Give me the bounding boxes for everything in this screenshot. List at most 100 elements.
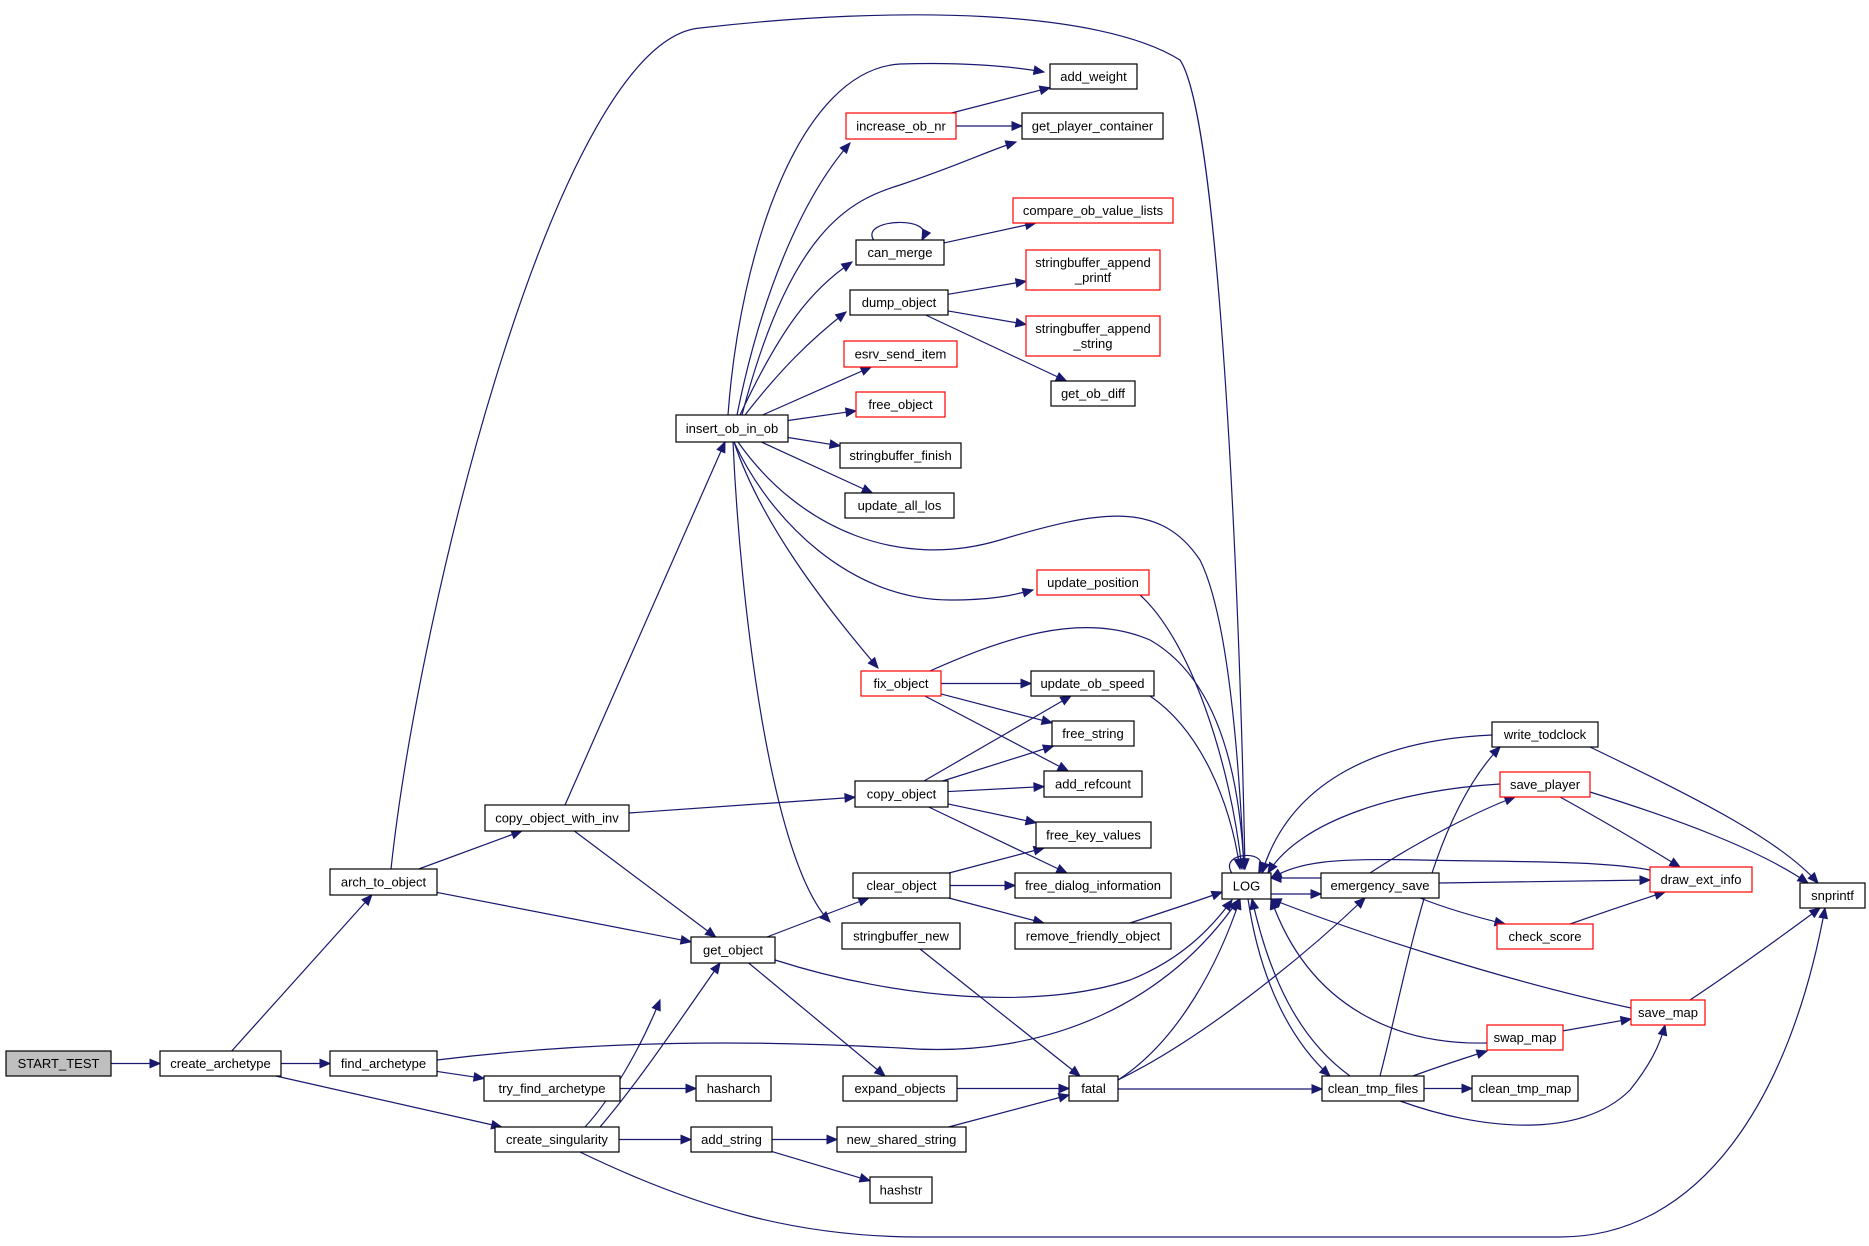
node-check_score[interactable]: check_score <box>1496 923 1594 950</box>
node-dump_object[interactable]: dump_object <box>849 289 949 316</box>
node-box[interactable] <box>1030 670 1155 697</box>
node-get_object[interactable]: get_object <box>690 936 776 964</box>
node-box[interactable] <box>494 1126 620 1153</box>
node-box[interactable] <box>869 1176 933 1204</box>
node-try_find_archetype[interactable]: try_find_archetype <box>483 1075 621 1102</box>
node-box[interactable] <box>1499 771 1591 798</box>
node-clean_tmp_files[interactable]: clean_tmp_files <box>1321 1075 1425 1102</box>
node-box[interactable] <box>5 1050 112 1077</box>
node-esrv_send_item[interactable]: esrv_send_item <box>843 340 958 368</box>
node-box[interactable] <box>1491 721 1599 748</box>
node-box[interactable] <box>1068 1075 1119 1102</box>
node-box[interactable] <box>695 1075 772 1102</box>
node-box[interactable] <box>483 1075 621 1102</box>
node-box[interactable] <box>855 239 945 266</box>
node-box[interactable] <box>1471 1075 1579 1102</box>
node-box[interactable] <box>329 1050 438 1077</box>
node-new_shared_string[interactable]: new_shared_string <box>836 1126 967 1153</box>
node-START_TEST[interactable]: START_TEST <box>5 1050 112 1077</box>
node-increase_ob_nr[interactable]: increase_ob_nr <box>845 112 957 140</box>
node-stringbuffer_append_string[interactable]: stringbuffer_append_string <box>1025 315 1161 357</box>
node-clear_object[interactable]: clear_object <box>852 872 951 899</box>
node-add_string[interactable]: add_string <box>690 1126 773 1153</box>
node-swap_map[interactable]: swap_map <box>1486 1024 1564 1051</box>
node-box[interactable] <box>1012 197 1174 224</box>
node-box[interactable] <box>844 492 955 519</box>
node-box[interactable] <box>690 1126 773 1153</box>
node-clean_tmp_map[interactable]: clean_tmp_map <box>1471 1075 1579 1102</box>
node-copy_object[interactable]: copy_object <box>854 780 949 808</box>
node-box[interactable] <box>852 872 951 899</box>
node-box[interactable] <box>1649 866 1753 893</box>
node-free_object[interactable]: free_object <box>855 391 946 418</box>
node-box[interactable] <box>855 391 946 418</box>
node-create_singularity[interactable]: create_singularity <box>494 1126 620 1153</box>
node-emergency_save[interactable]: emergency_save <box>1320 872 1440 899</box>
node-find_archetype[interactable]: find_archetype <box>329 1050 438 1077</box>
node-hashstr[interactable]: hashstr <box>869 1176 933 1204</box>
node-box[interactable] <box>854 780 949 808</box>
node-arch_to_object[interactable]: arch_to_object <box>329 868 438 896</box>
node-box[interactable] <box>1043 770 1143 798</box>
node-box[interactable] <box>1014 872 1172 899</box>
node-box[interactable] <box>484 804 630 832</box>
node-box[interactable] <box>1036 569 1150 596</box>
node-box[interactable] <box>839 442 962 469</box>
node-update_position[interactable]: update_position <box>1036 569 1150 596</box>
node-box[interactable] <box>1025 315 1161 357</box>
node-insert_ob_in_ob[interactable]: insert_ob_in_ob <box>675 414 789 443</box>
node-draw_ext_info[interactable]: draw_ext_info <box>1649 866 1753 893</box>
node-box[interactable] <box>1050 380 1136 407</box>
node-add_refcount[interactable]: add_refcount <box>1043 770 1143 798</box>
node-free_string[interactable]: free_string <box>1051 720 1135 747</box>
node-box[interactable] <box>1035 821 1152 849</box>
node-box[interactable] <box>675 414 789 443</box>
node-box[interactable] <box>329 868 438 896</box>
node-box[interactable] <box>1221 872 1272 900</box>
node-create_archetype[interactable]: create_archetype <box>159 1050 282 1077</box>
node-snprintf[interactable]: snprintf <box>1799 882 1866 909</box>
node-box[interactable] <box>836 1126 967 1153</box>
node-box[interactable] <box>1630 999 1706 1026</box>
node-box[interactable] <box>1496 923 1594 950</box>
node-hasharch[interactable]: hasharch <box>695 1075 772 1102</box>
node-box[interactable] <box>1321 1075 1425 1102</box>
node-fatal[interactable]: fatal <box>1068 1075 1119 1102</box>
node-box[interactable] <box>1051 720 1135 747</box>
node-box[interactable] <box>849 289 949 316</box>
node-box[interactable] <box>1025 249 1161 291</box>
node-copy_object_with_inv[interactable]: copy_object_with_inv <box>484 804 630 832</box>
node-stringbuffer_new[interactable]: stringbuffer_new <box>841 922 961 950</box>
node-compare_ob_value_lists[interactable]: compare_ob_value_lists <box>1012 197 1174 224</box>
node-save_player[interactable]: save_player <box>1499 771 1591 798</box>
node-box[interactable] <box>1021 112 1164 140</box>
node-box[interactable] <box>1014 922 1172 950</box>
node-remove_friendly_object[interactable]: remove_friendly_object <box>1014 922 1172 950</box>
node-get_ob_diff[interactable]: get_ob_diff <box>1050 380 1136 407</box>
node-stringbuffer_append_printf[interactable]: stringbuffer_append_printf <box>1025 249 1161 291</box>
node-fix_object[interactable]: fix_object <box>860 670 942 697</box>
node-free_dialog_information[interactable]: free_dialog_information <box>1014 872 1172 899</box>
node-box[interactable] <box>841 922 961 950</box>
node-LOG[interactable]: LOG <box>1221 872 1272 900</box>
node-box[interactable] <box>1049 63 1138 90</box>
node-box[interactable] <box>1799 882 1866 909</box>
node-save_map[interactable]: save_map <box>1630 999 1706 1026</box>
node-box[interactable] <box>860 670 942 697</box>
node-update_ob_speed[interactable]: update_ob_speed <box>1030 670 1155 697</box>
node-expand_objects[interactable]: expand_objects <box>842 1075 958 1102</box>
node-box[interactable] <box>1486 1024 1564 1051</box>
node-can_merge[interactable]: can_merge <box>855 239 945 266</box>
node-update_all_los[interactable]: update_all_los <box>844 492 955 519</box>
node-add_weight[interactable]: add_weight <box>1049 63 1138 90</box>
node-box[interactable] <box>690 936 776 964</box>
node-free_key_values[interactable]: free_key_values <box>1035 821 1152 849</box>
node-stringbuffer_finish[interactable]: stringbuffer_finish <box>839 442 962 469</box>
node-box[interactable] <box>842 1075 958 1102</box>
node-write_todclock[interactable]: write_todclock <box>1491 721 1599 748</box>
node-box[interactable] <box>1320 872 1440 899</box>
node-box[interactable] <box>159 1050 282 1077</box>
node-get_player_container[interactable]: get_player_container <box>1021 112 1164 140</box>
node-box[interactable] <box>845 112 957 140</box>
node-box[interactable] <box>843 340 958 368</box>
